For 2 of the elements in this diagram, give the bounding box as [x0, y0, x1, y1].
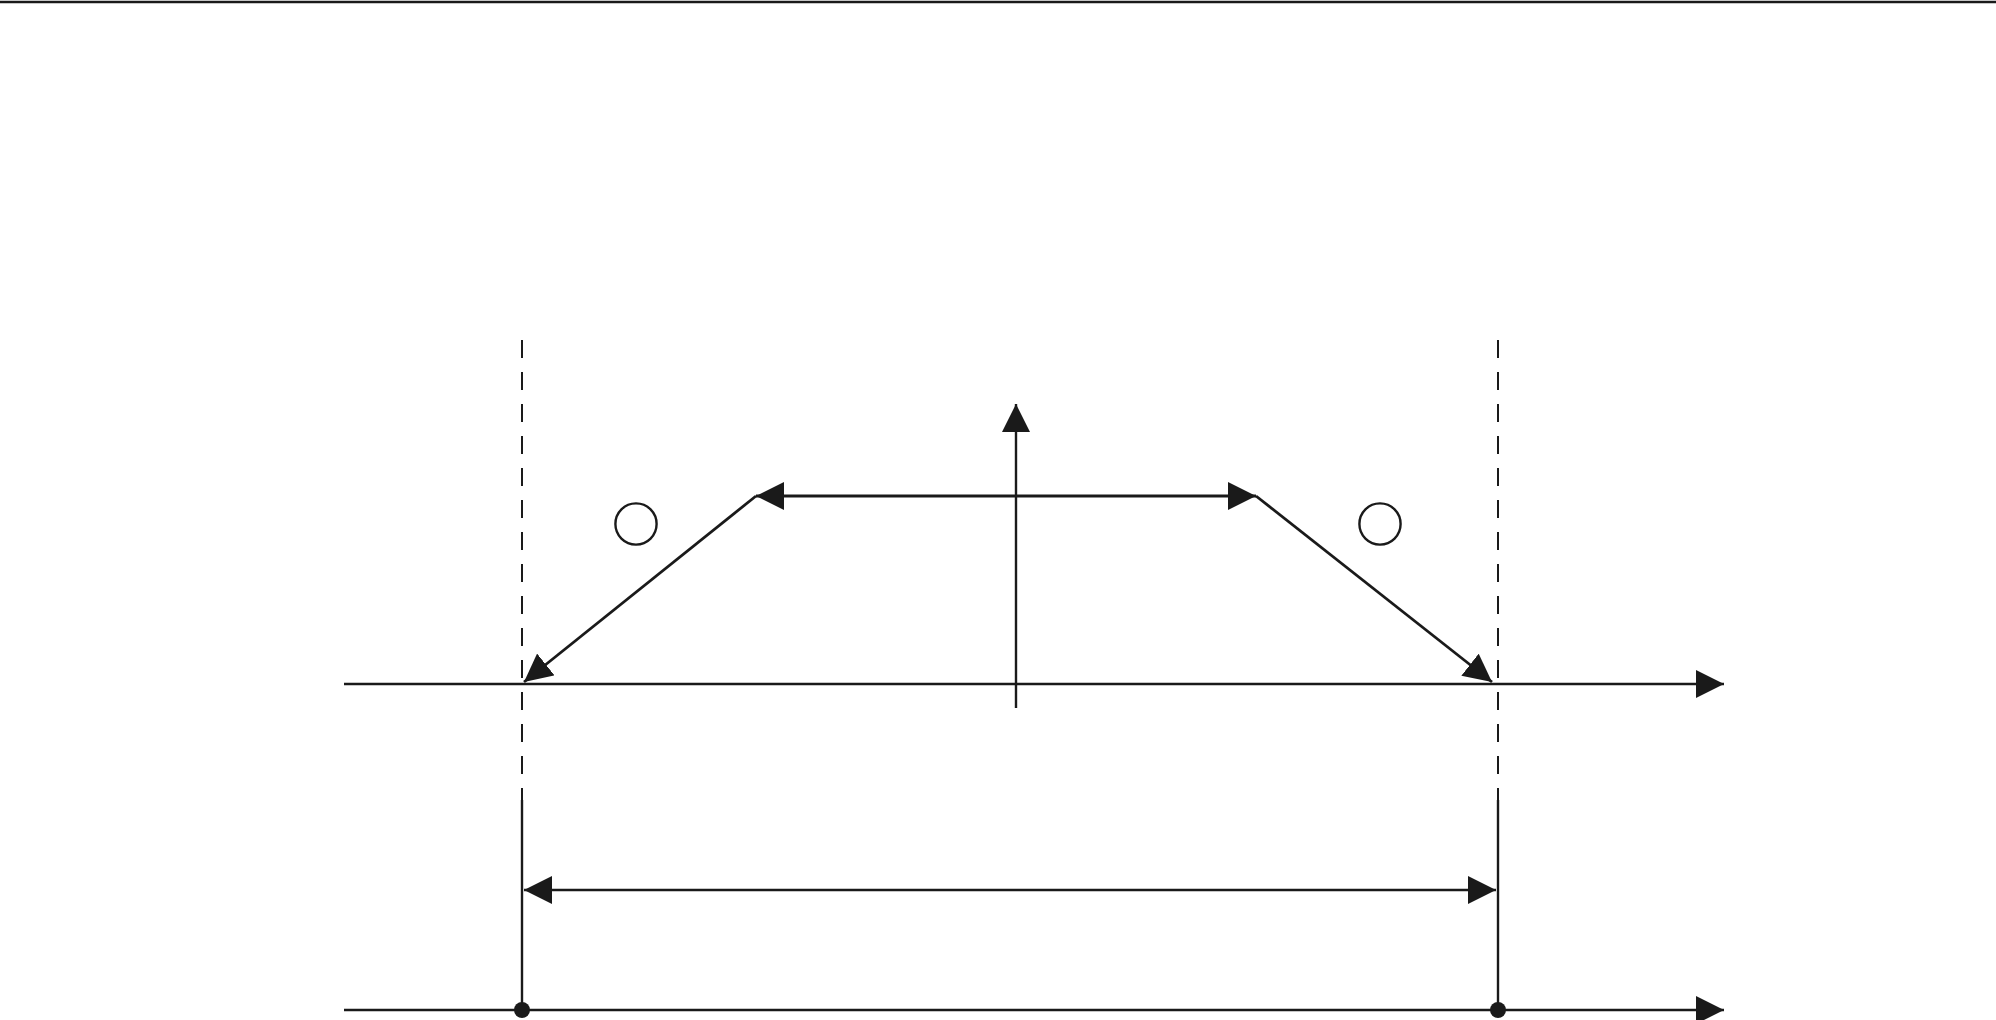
empty-circle	[614, 502, 658, 546]
empty-circle	[1358, 502, 1402, 546]
